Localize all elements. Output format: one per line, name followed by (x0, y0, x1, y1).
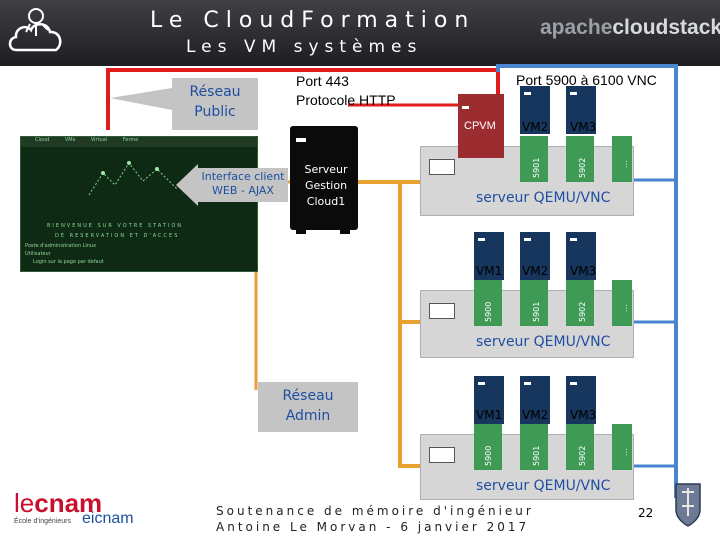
admin-network-callout: Réseau Admin (258, 382, 358, 432)
vm-label: VM3 (570, 120, 597, 134)
vm-box (474, 232, 504, 280)
vnc-port-label: ... (620, 304, 629, 312)
port-column (612, 424, 632, 470)
vnc-port-label: 5902 (578, 445, 587, 466)
port-column (612, 136, 632, 182)
vm-box (520, 376, 550, 424)
vnc-port-label: 5901 (532, 157, 541, 178)
eicnam-label: eicnam (82, 510, 134, 527)
terminal-line: BIENVENUE SUR VOTRE STATION (47, 223, 184, 229)
vnc-port-label: ... (620, 448, 629, 456)
port-column (566, 280, 594, 326)
web-client-screenshot: Cloud VMs Virtual Ferme BIENVENUE SUR VO… (20, 136, 258, 272)
vm-label: VM3 (570, 264, 597, 278)
cnam-school-label: École d'ingénieurs (14, 518, 71, 525)
terminal-tab: Virtual (90, 137, 108, 143)
vnc-port-label: ... (620, 160, 629, 168)
page-title: Le CloudFormation (150, 8, 476, 33)
port-column (474, 280, 502, 326)
footer-text: Soutenance de mémoire d'ingénieur Antoin… (216, 503, 534, 535)
vm-box (520, 232, 550, 280)
tower-indicator (296, 138, 306, 142)
brand-part1: apache (540, 16, 613, 39)
footer-line2: Antoine Le Morvan - 6 janvier 2017 (216, 520, 530, 534)
port-column (520, 424, 548, 470)
vm-label: VM2 (522, 264, 549, 278)
terminal-tabs: Cloud VMs Virtual Ferme (21, 137, 257, 147)
port-column (566, 136, 594, 182)
server-slot (429, 447, 455, 463)
terminal-tab: VMs (64, 137, 76, 143)
vm-box (566, 86, 596, 134)
footer-line1: Soutenance de mémoire d'ingénieur (216, 504, 534, 518)
server-label: serveur QEMU/VNC (476, 478, 611, 494)
terminal-line: Login sur la page par defaut (33, 259, 104, 265)
vm-label: VM2 (522, 408, 549, 422)
vm-label: VM1 (476, 408, 503, 422)
vm-box (474, 376, 504, 424)
callout-pointer (110, 88, 172, 110)
terminal-line: DE RESERVATION ET D'ACCES (55, 233, 180, 239)
vm-label: VM3 (570, 408, 597, 422)
vm-box (520, 86, 550, 134)
crest-emblem (675, 483, 701, 527)
port-column (474, 424, 502, 470)
server-slot (429, 303, 455, 319)
vnc-port-label: 5901 (532, 301, 541, 322)
page-subtitle: Les VM systèmes (186, 37, 423, 57)
web-client-label: Interface client WEB - AJAX (201, 170, 285, 197)
vnc-port-label: 5900 (484, 301, 493, 322)
terminal-line: Utilisateur (25, 251, 51, 257)
management-server-label: Serveur Gestion Cloud1 (304, 163, 348, 208)
tower-foot-left (296, 230, 306, 234)
cpvm-box (458, 94, 504, 158)
cnam-name: cnam (34, 488, 103, 518)
vm-label: CPVM (464, 120, 496, 132)
vnc-port-label: 5902 (578, 157, 587, 178)
admin-to-terminal-line (254, 180, 290, 390)
port-column (612, 280, 632, 326)
public-network-label: Réseau Public (189, 84, 241, 120)
terminal-map-graphic (88, 161, 178, 196)
public-network-line (106, 68, 500, 130)
server-slot (429, 159, 455, 175)
cloud-mascot-logo (8, 8, 62, 52)
vm-label: VM2 (522, 120, 549, 134)
port-column (520, 280, 548, 326)
public-network-callout: Réseau Public (172, 78, 258, 130)
terminal-tab: Cloud (35, 137, 50, 143)
server-label: serveur QEMU/VNC (476, 334, 611, 350)
terminal-tab: Ferme (122, 137, 139, 143)
vnc-port-label: 5900 (484, 445, 493, 466)
port-column (520, 136, 548, 182)
cnam-logo: lecnam (14, 488, 102, 519)
web-client-arrow-shape (176, 164, 288, 206)
vnc-port-label: 5902 (578, 301, 587, 322)
port443-label: Port 443 Protocole HTTP (296, 73, 396, 108)
page-number: 22 (638, 506, 654, 520)
apache-cloudstack-logo: apachecloudstack (540, 16, 720, 40)
vnc-port-label: 5901 (532, 445, 541, 466)
vm-box (566, 232, 596, 280)
vm-label: VM1 (476, 264, 503, 278)
vnc-port-range-label: Port 5900 à 6100 VNC (516, 72, 657, 88)
port-column (566, 424, 594, 470)
terminal-line: Poste d'administration Linux (25, 243, 97, 249)
management-server-tower (290, 126, 358, 230)
server-label: serveur QEMU/VNC (476, 190, 611, 206)
vnc-network-line (496, 64, 678, 498)
header-bar (0, 0, 720, 66)
admin-network-label: Réseau Admin (282, 388, 334, 424)
cnam-le: le (14, 488, 35, 518)
brand-part2: cloudstack (612, 16, 720, 39)
vm-box (566, 376, 596, 424)
tower-foot-right (340, 230, 350, 234)
